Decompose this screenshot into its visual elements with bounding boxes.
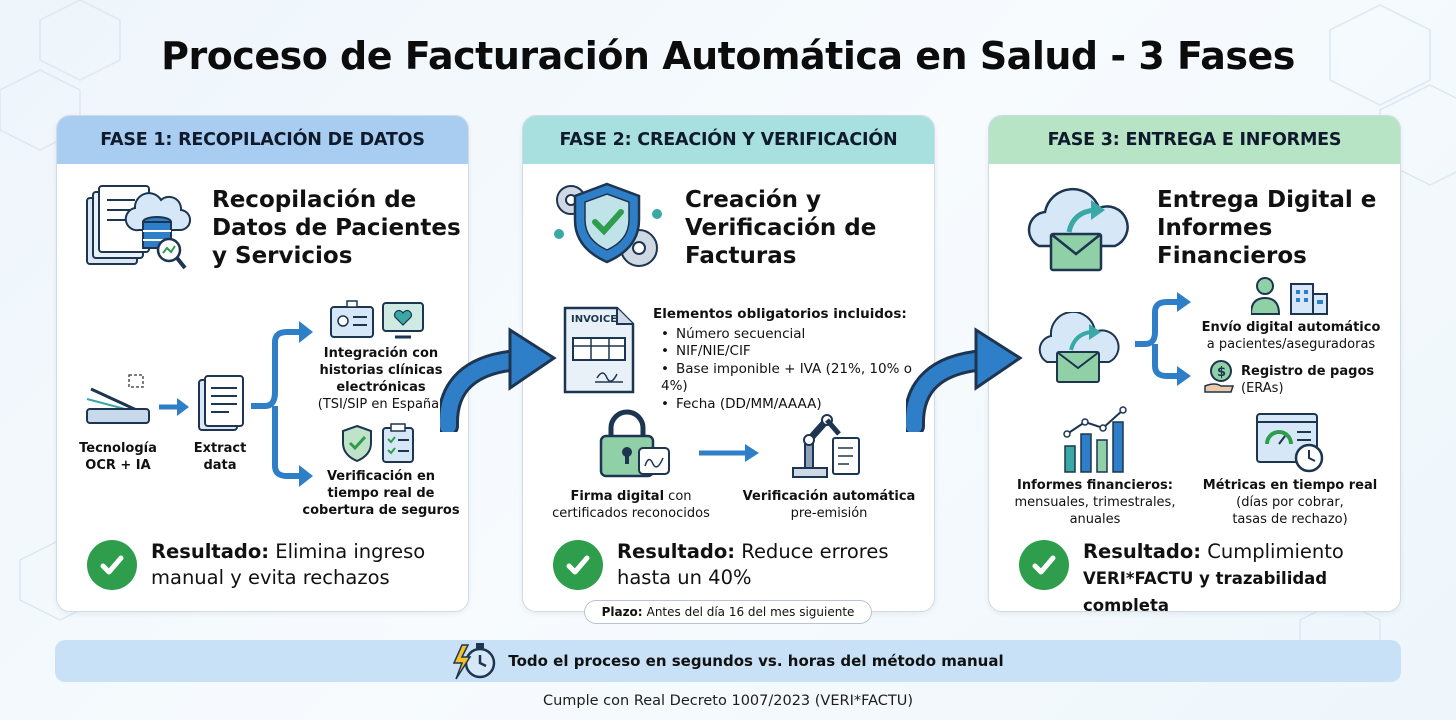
auto-verification-label: Verificación automática pre-emisión bbox=[742, 489, 916, 521]
phase-1-result-text: Resultado: Elimina ingreso manual y evit… bbox=[151, 540, 426, 589]
branch-arrows-icon bbox=[251, 321, 313, 487]
required-elements-list: Número secuencial NIF/NIE/CIF Base impon… bbox=[653, 326, 934, 414]
insurance-check-icons bbox=[342, 423, 414, 463]
shield-gear-icon bbox=[554, 182, 662, 267]
realtime-metrics-label: Métricas en tiempo real (días por cobrar… bbox=[1202, 478, 1378, 527]
extract-data-label: Extract data bbox=[193, 441, 247, 473]
summary-text: Todo el proceso en segundos vs. horas de… bbox=[508, 652, 1004, 670]
list-item: Base imponible + IVA (21%, 10% o 4%) bbox=[661, 361, 934, 396]
cloud-mail-small-icon bbox=[1038, 312, 1120, 383]
robot-arm-icon bbox=[792, 414, 860, 478]
scanner-icon bbox=[86, 374, 150, 424]
phase-3-result: Resultado: Cumplimiento VERI*FACTU y tra… bbox=[1019, 540, 1400, 612]
digital-delivery-label: Envío digital automático a pacientes/ase… bbox=[1201, 320, 1381, 352]
patient-hospital-icon bbox=[1251, 277, 1328, 315]
payment-hand-icon: $ bbox=[1204, 360, 1235, 393]
invoice-word: INVOICE bbox=[571, 314, 618, 325]
phase-2-result-text: Resultado: Reduce errores hasta un 40% bbox=[617, 540, 889, 589]
summary-bar: Todo el proceso en segundos vs. horas de… bbox=[55, 640, 1401, 682]
dashboard-clock-icon bbox=[1256, 413, 1324, 473]
phase-3-header: FASE 3: ENTREGA E INFORMES bbox=[989, 116, 1400, 164]
list-item: Número secuencial bbox=[661, 326, 934, 344]
stopwatch-lightning-icon bbox=[453, 643, 496, 680]
invoice-icon bbox=[563, 306, 635, 394]
phase-1-card: FASE 1: RECOPILACIÓN DE DATOS Recopilaci… bbox=[56, 115, 469, 612]
phase-3-result-text: Resultado: Cumplimiento VERI*FACTU y tra… bbox=[1083, 540, 1344, 612]
financial-reports-label: Informes financieros: mensuales, trimest… bbox=[1014, 478, 1176, 527]
insurance-verification-label: Verificación en tiempo real de cobertura… bbox=[302, 469, 460, 518]
branch-arrows-icon bbox=[1135, 292, 1191, 386]
deadline-badge: Plazo:Antes del día 16 del mes siguiente bbox=[584, 600, 872, 624]
required-elements: Elementos obligatorios incluidos: Número… bbox=[653, 306, 934, 413]
list-item: NIF/NIE/CIF bbox=[661, 343, 934, 361]
phase-2-result: Resultado: Reduce errores hasta un 40% bbox=[553, 540, 889, 591]
list-item: Fecha (DD/MM/AAAA) bbox=[661, 396, 934, 414]
padlock-signature-icon bbox=[599, 409, 670, 478]
arrow-right-icon bbox=[159, 398, 189, 416]
footer-compliance: Cumple con Real Decreto 1007/2023 (VERI*… bbox=[542, 693, 914, 709]
phase-2-card: FASE 2: CREACIÓN Y VERIFICACIÓN Creación… bbox=[522, 115, 935, 612]
check-circle-icon bbox=[1019, 540, 1069, 590]
phase-2-heading: Creación y Verificación de Facturas bbox=[685, 187, 877, 269]
check-circle-icon bbox=[87, 540, 137, 590]
svg-text:$: $ bbox=[1217, 365, 1226, 380]
phase-1-heading: Recopilación de Datos de Pacientes y Ser… bbox=[212, 187, 461, 269]
ocr-label: Tecnología OCR + IA bbox=[79, 441, 157, 473]
digital-signature-label: Firma digital con certificados reconocid… bbox=[552, 489, 710, 521]
phase-2-to-3-arrow bbox=[906, 327, 1023, 432]
ehr-icons bbox=[330, 300, 424, 339]
phase-1-result: Resultado: Elimina ingreso manual y evit… bbox=[87, 540, 425, 591]
phase-3-card: FASE 3: ENTREGA E INFORMES Entrega Digit… bbox=[988, 115, 1401, 612]
arrow-right-icon bbox=[699, 444, 759, 462]
database-cloud-icon bbox=[86, 185, 191, 270]
phase-3-heading: Entrega Digital e Informes Financieros bbox=[1157, 187, 1377, 269]
page-title: Proceso de Facturación Automática en Sal… bbox=[161, 34, 1295, 78]
bar-chart-icon bbox=[1063, 406, 1127, 473]
check-circle-icon bbox=[553, 540, 603, 590]
phase-1-header: FASE 1: RECOPILACIÓN DE DATOS bbox=[57, 116, 468, 164]
document-icon bbox=[198, 375, 244, 431]
ehr-integration-label: Integración con historias clínicas elect… bbox=[317, 346, 445, 412]
cloud-mail-icon bbox=[1027, 187, 1129, 272]
phase-1-to-2-arrow bbox=[440, 327, 557, 432]
payment-register-label: Registro de pagos (ERAs) bbox=[1241, 364, 1375, 396]
phase-2-header: FASE 2: CREACIÓN Y VERIFICACIÓN bbox=[523, 116, 934, 164]
